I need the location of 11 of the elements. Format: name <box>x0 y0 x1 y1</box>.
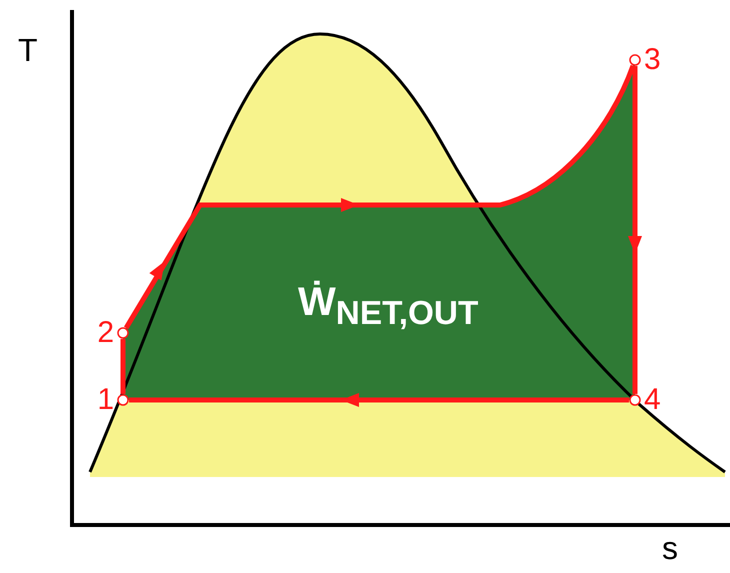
process-line <box>124 64 636 330</box>
process-line <box>120 339 126 394</box>
axis-label: T <box>18 32 38 69</box>
state-point: 4 <box>629 384 661 416</box>
process-line <box>129 393 629 407</box>
state-point: 2 <box>97 317 129 349</box>
process-line <box>628 66 642 394</box>
work-label: Ẇ$_{NET,OUT}$ <box>298 280 478 333</box>
state-point: 3 <box>629 44 661 76</box>
axis-label: s <box>662 530 678 567</box>
state-point: 1 <box>97 384 129 416</box>
